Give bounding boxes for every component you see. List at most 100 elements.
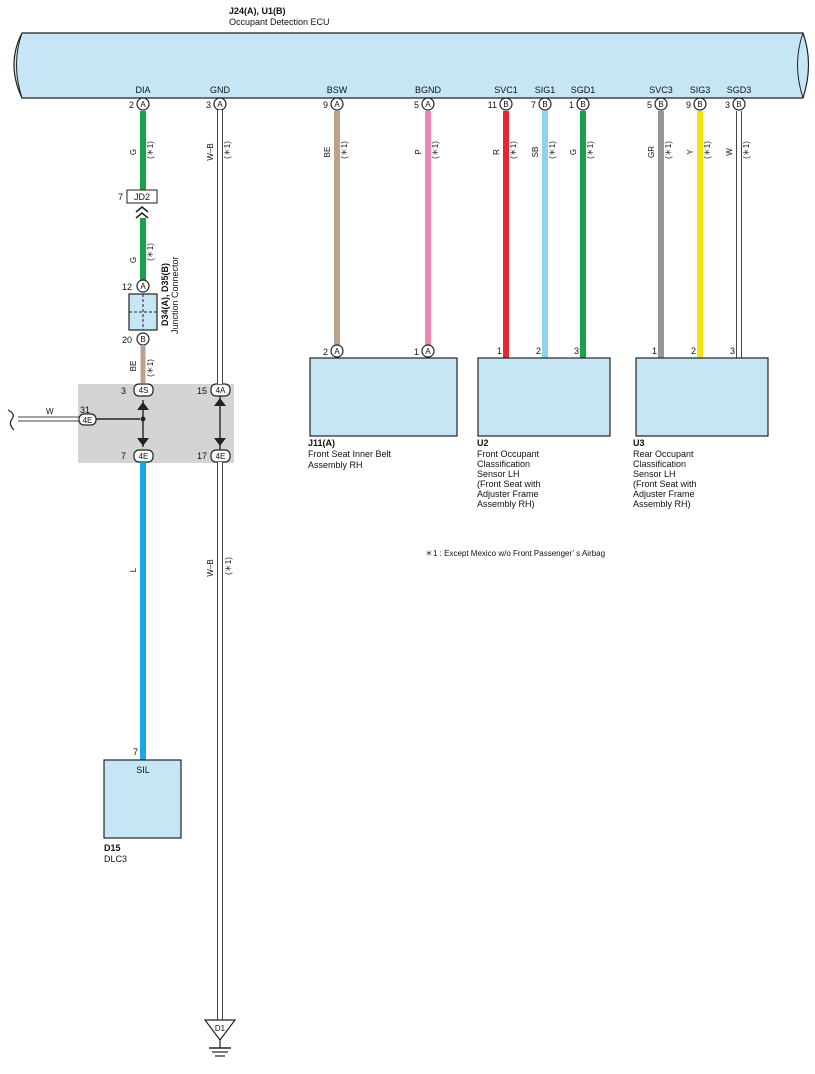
wire-code-svc3: GR: [647, 146, 656, 158]
splice-top-conn: 4S: [139, 386, 149, 395]
jd2-num: 7: [118, 192, 123, 202]
splice-bottom-conn: 4E: [139, 452, 149, 461]
jc-wire-code: BE: [129, 361, 138, 372]
splice-rt-conn: 4A: [216, 386, 226, 395]
u2-line-2: Classification: [477, 459, 530, 469]
pin-conn-dia: A: [140, 100, 146, 109]
pin-num-sig3: 9: [686, 100, 691, 110]
footnote-text: ＊1 : Except Mexico w/o Front Passenger’ …: [425, 549, 605, 558]
pin-name-sgd3: SGD3: [727, 85, 752, 95]
j11-id: J11(A): [308, 438, 335, 448]
wire-l-code: L: [129, 567, 138, 572]
u2-line-6: Assembly RH): [477, 499, 535, 509]
u3-line-6: Assembly RH): [633, 499, 691, 509]
u2-line-5: Adjuster Frame: [477, 489, 539, 499]
wire-code-sgd3: W: [725, 148, 734, 156]
j11-pin-conn-2: A: [425, 347, 431, 356]
splice-bottom-num: 7: [121, 451, 126, 461]
wire-code-sig1: SB: [531, 147, 540, 158]
pin-num-sig1: 7: [531, 100, 536, 110]
wire-code-sig3: Y: [686, 149, 695, 155]
j11-line-1: Front Seat Inner Belt: [308, 449, 392, 459]
jc-top-conn: A: [140, 282, 146, 291]
u2-line-3: Sensor LH: [477, 469, 520, 479]
d15-pin-num: 7: [133, 747, 138, 757]
u3-id: U3: [633, 438, 645, 448]
jc-wire-note: (＊1): [146, 359, 155, 377]
pin-conn-gnd: A: [217, 100, 223, 109]
pin-name-bsw: BSW: [327, 85, 348, 95]
pin-conn-sgd3: B: [736, 100, 741, 109]
ecu-left-edge: [16, 32, 23, 99]
wire-note-sig3: (＊1): [703, 141, 712, 159]
splice-box: W 31 4E 3 4S 7 4E 15 4A 17 4E: [7, 345, 234, 463]
pin-circle-sig1: [538, 97, 552, 111]
wire-code-bgnd: P: [414, 149, 423, 154]
u3-pin-num-1: 1: [652, 346, 657, 356]
splice-rt-arrow-up-icon: [214, 398, 226, 406]
pin-circle-sig3: [693, 97, 707, 111]
pin-circle-bsw: [330, 97, 344, 111]
u2-pin-num-3: 3: [574, 346, 579, 356]
jd2-chevron-icon: [135, 205, 149, 219]
pin-name-sig1: SIG1: [535, 85, 556, 95]
u3-line-4: (Front Seat with: [633, 479, 697, 489]
jc-name: Junction Connector: [170, 256, 180, 334]
d15-id: D15: [104, 843, 121, 853]
jc-top-pin: [136, 279, 150, 293]
u2-id: U2: [477, 438, 489, 448]
u3-pin-num-2: 2: [691, 346, 696, 356]
splice-rb-num: 17: [197, 451, 207, 461]
u3-box: [635, 357, 769, 437]
j11-pin-circle-1: [330, 344, 344, 358]
pin-num-sgd3: 3: [725, 100, 730, 110]
splice-left-wire: W: [46, 407, 54, 416]
pin-circle-bgnd: [421, 97, 435, 111]
wire-note-svc3: (＊1): [664, 141, 673, 159]
pin-name-svc3: SVC3: [649, 85, 673, 95]
pin-conn-sig1: B: [542, 100, 547, 109]
ecu-id: J24(A), U1(B): [229, 6, 286, 16]
splice-bg: [78, 384, 234, 463]
wire-note-bgnd: (＊1): [431, 141, 440, 159]
u2-box: [477, 357, 611, 437]
d15-box: [103, 759, 182, 839]
pin-num-sgd1: 1: [569, 100, 574, 110]
pin-conn-bgnd: A: [425, 100, 431, 109]
u2-pin-num-2: 2: [536, 346, 541, 356]
wire-break-icon: [7, 409, 15, 431]
u3-line-2: Classification: [633, 459, 686, 469]
splice-arrow-up-icon: [137, 402, 149, 410]
d15-pin-label: SIL: [136, 765, 150, 775]
jc-id: D34(A), D35(B): [160, 263, 170, 326]
jc-top-num: 12: [122, 282, 132, 292]
pin-circle-sgd3: [732, 97, 746, 111]
pin-num-svc3: 5: [647, 100, 652, 110]
j11-pin-num-1: 2: [323, 347, 328, 357]
jc-bottom-num: 20: [122, 335, 132, 345]
jd2-label: JD2: [134, 192, 150, 202]
wire-code-gnd: W–B: [206, 143, 215, 160]
splice-rb-conn: 4E: [216, 452, 226, 461]
wire-note-bsw: (＊1): [340, 141, 349, 159]
wire-note-dia: (＊1): [146, 141, 155, 159]
ground-label: D1: [215, 1024, 226, 1033]
wire-note-sgd3: (＊1): [742, 141, 751, 159]
splice-rt-arrow-down-icon: [214, 438, 226, 446]
wire-code-bsw: BE: [323, 147, 332, 158]
pin-name-sgd1: SGD1: [571, 85, 596, 95]
pin-conn-bsw: A: [334, 100, 340, 109]
pin-name-gnd: GND: [210, 85, 231, 95]
pin-conn-sgd1: B: [580, 100, 585, 109]
wire-code-dia: G: [129, 149, 138, 155]
pin-num-svc1: 11: [488, 100, 497, 110]
junction-connector: 12 A 20 B D34(A), D35(B) Junction Connec…: [122, 256, 180, 376]
splice-top-pin: [133, 383, 154, 397]
u3-line-3: Sensor LH: [633, 469, 676, 479]
splice-arrow-down-icon: [137, 438, 149, 446]
pin-name-dia: DIA: [135, 85, 150, 95]
u3-line-5: Adjuster Frame: [633, 489, 695, 499]
